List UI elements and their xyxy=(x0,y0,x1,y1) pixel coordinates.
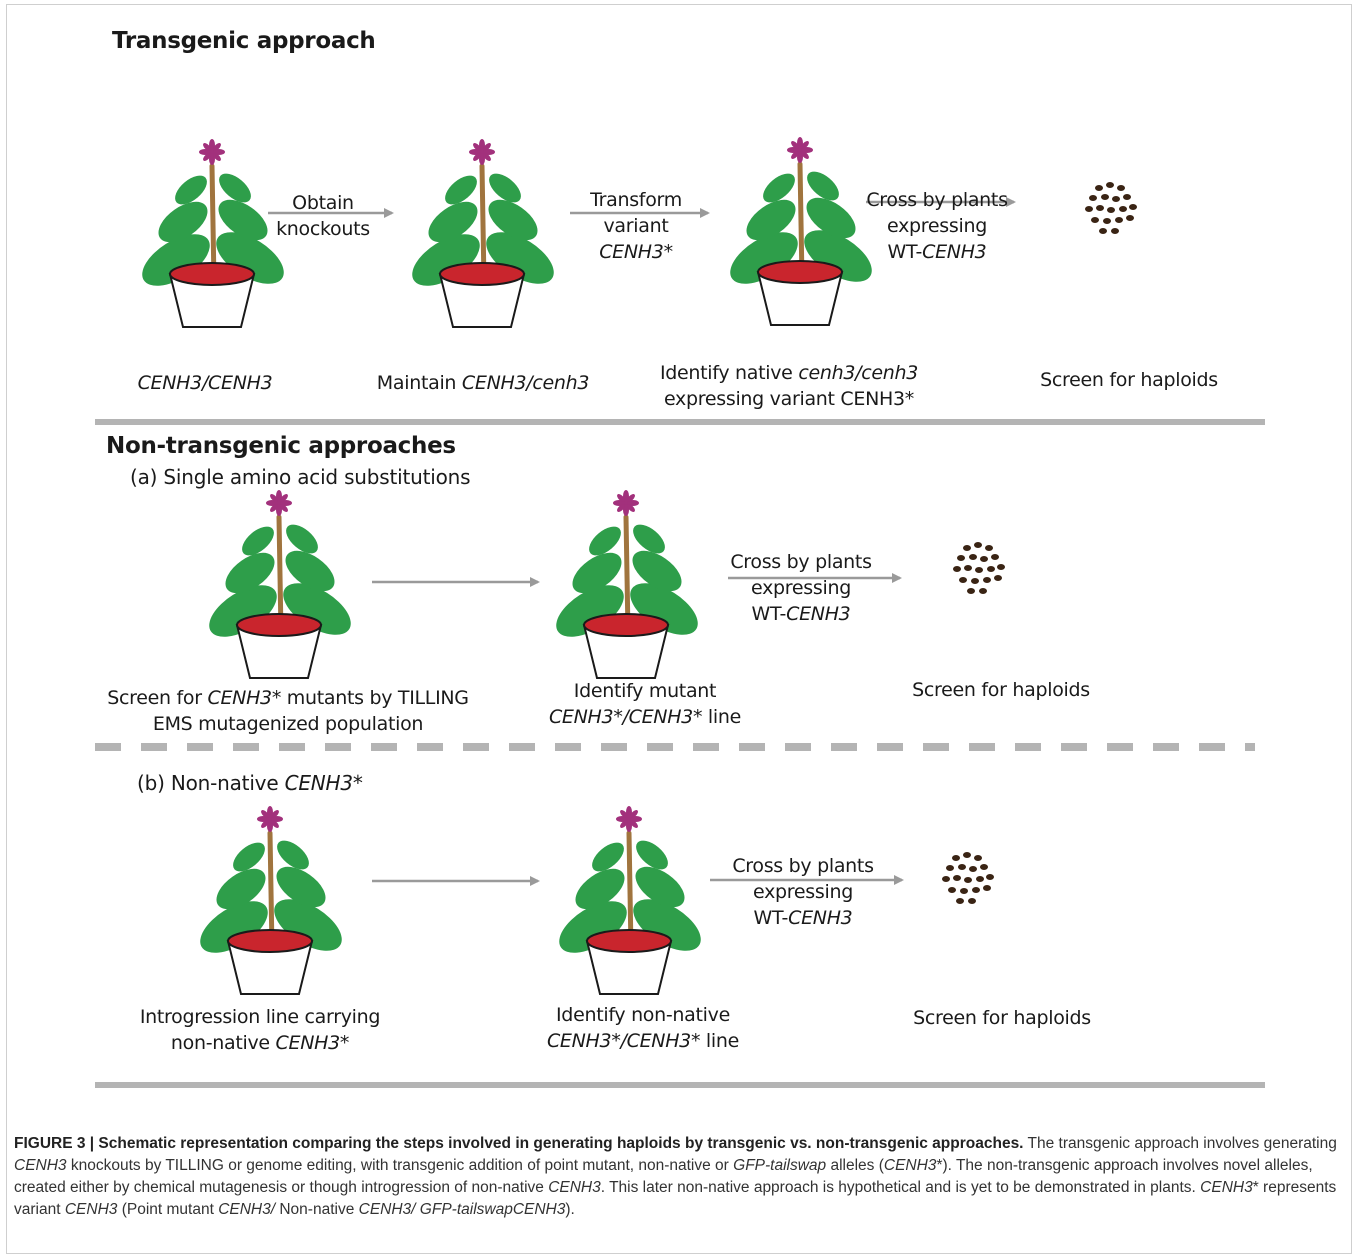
arrow-obtain-knockouts xyxy=(268,208,394,218)
arrow-cross-wt xyxy=(866,197,1016,207)
nontransgenic-heading: Non-transgenic approaches xyxy=(106,433,456,459)
label-screen-tilling: Screen for CENH3* mutants by TILLING EMS… xyxy=(107,687,469,735)
arrow-a-step1 xyxy=(372,577,540,587)
arrow-b-step1 xyxy=(372,876,540,886)
arrow-label-b-cross: Cross by plants expressing WT-CENH3 xyxy=(732,855,874,929)
label-identify-native: Identify native cenh3/cenh3 expressing v… xyxy=(659,362,919,410)
label-identify-nonnative: Identify non-native CENH3*/CENH3* line xyxy=(546,1004,740,1052)
section-divider xyxy=(95,419,1265,425)
arrow-b-cross xyxy=(710,875,904,885)
label-cenh3-cenh3: CENH3/CENH3 xyxy=(137,372,273,394)
label-introgression: Introgression line carrying non-native C… xyxy=(139,1006,381,1054)
figure-frame xyxy=(6,4,1352,1254)
transgenic-heading: Transgenic approach xyxy=(112,28,376,54)
label-screen-haploids-1: Screen for haploids xyxy=(1040,369,1218,391)
dashed-divider xyxy=(95,743,1255,751)
bottom-divider xyxy=(95,1082,1265,1088)
arrow-label-cross: Cross by plants expressing WT-CENH3 xyxy=(866,189,1008,263)
arrow-transform-variant xyxy=(570,208,710,218)
subheading-b: (b) Non-native CENH3* xyxy=(137,771,363,795)
arrow-label-obtain: Obtain knockouts xyxy=(276,192,370,240)
arrow-a-cross xyxy=(728,573,902,583)
arrow-label-a-cross: Cross by plants expressing WT-CENH3 xyxy=(730,551,872,625)
arrow-label-transform: Transform variant CENH3* xyxy=(590,189,682,263)
label-identify-mutant: Identify mutant CENH3*/CENH3* line xyxy=(548,680,742,728)
subheading-a: (a) Single amino acid substitutions xyxy=(130,465,471,489)
label-screen-haploids-2: Screen for haploids xyxy=(912,679,1090,701)
figure-caption: FIGURE 3 | Schematic representation comp… xyxy=(14,1135,1337,1218)
label-screen-haploids-3: Screen for haploids xyxy=(913,1007,1091,1029)
label-maintain: Maintain CENH3/cenh3 xyxy=(376,372,590,394)
